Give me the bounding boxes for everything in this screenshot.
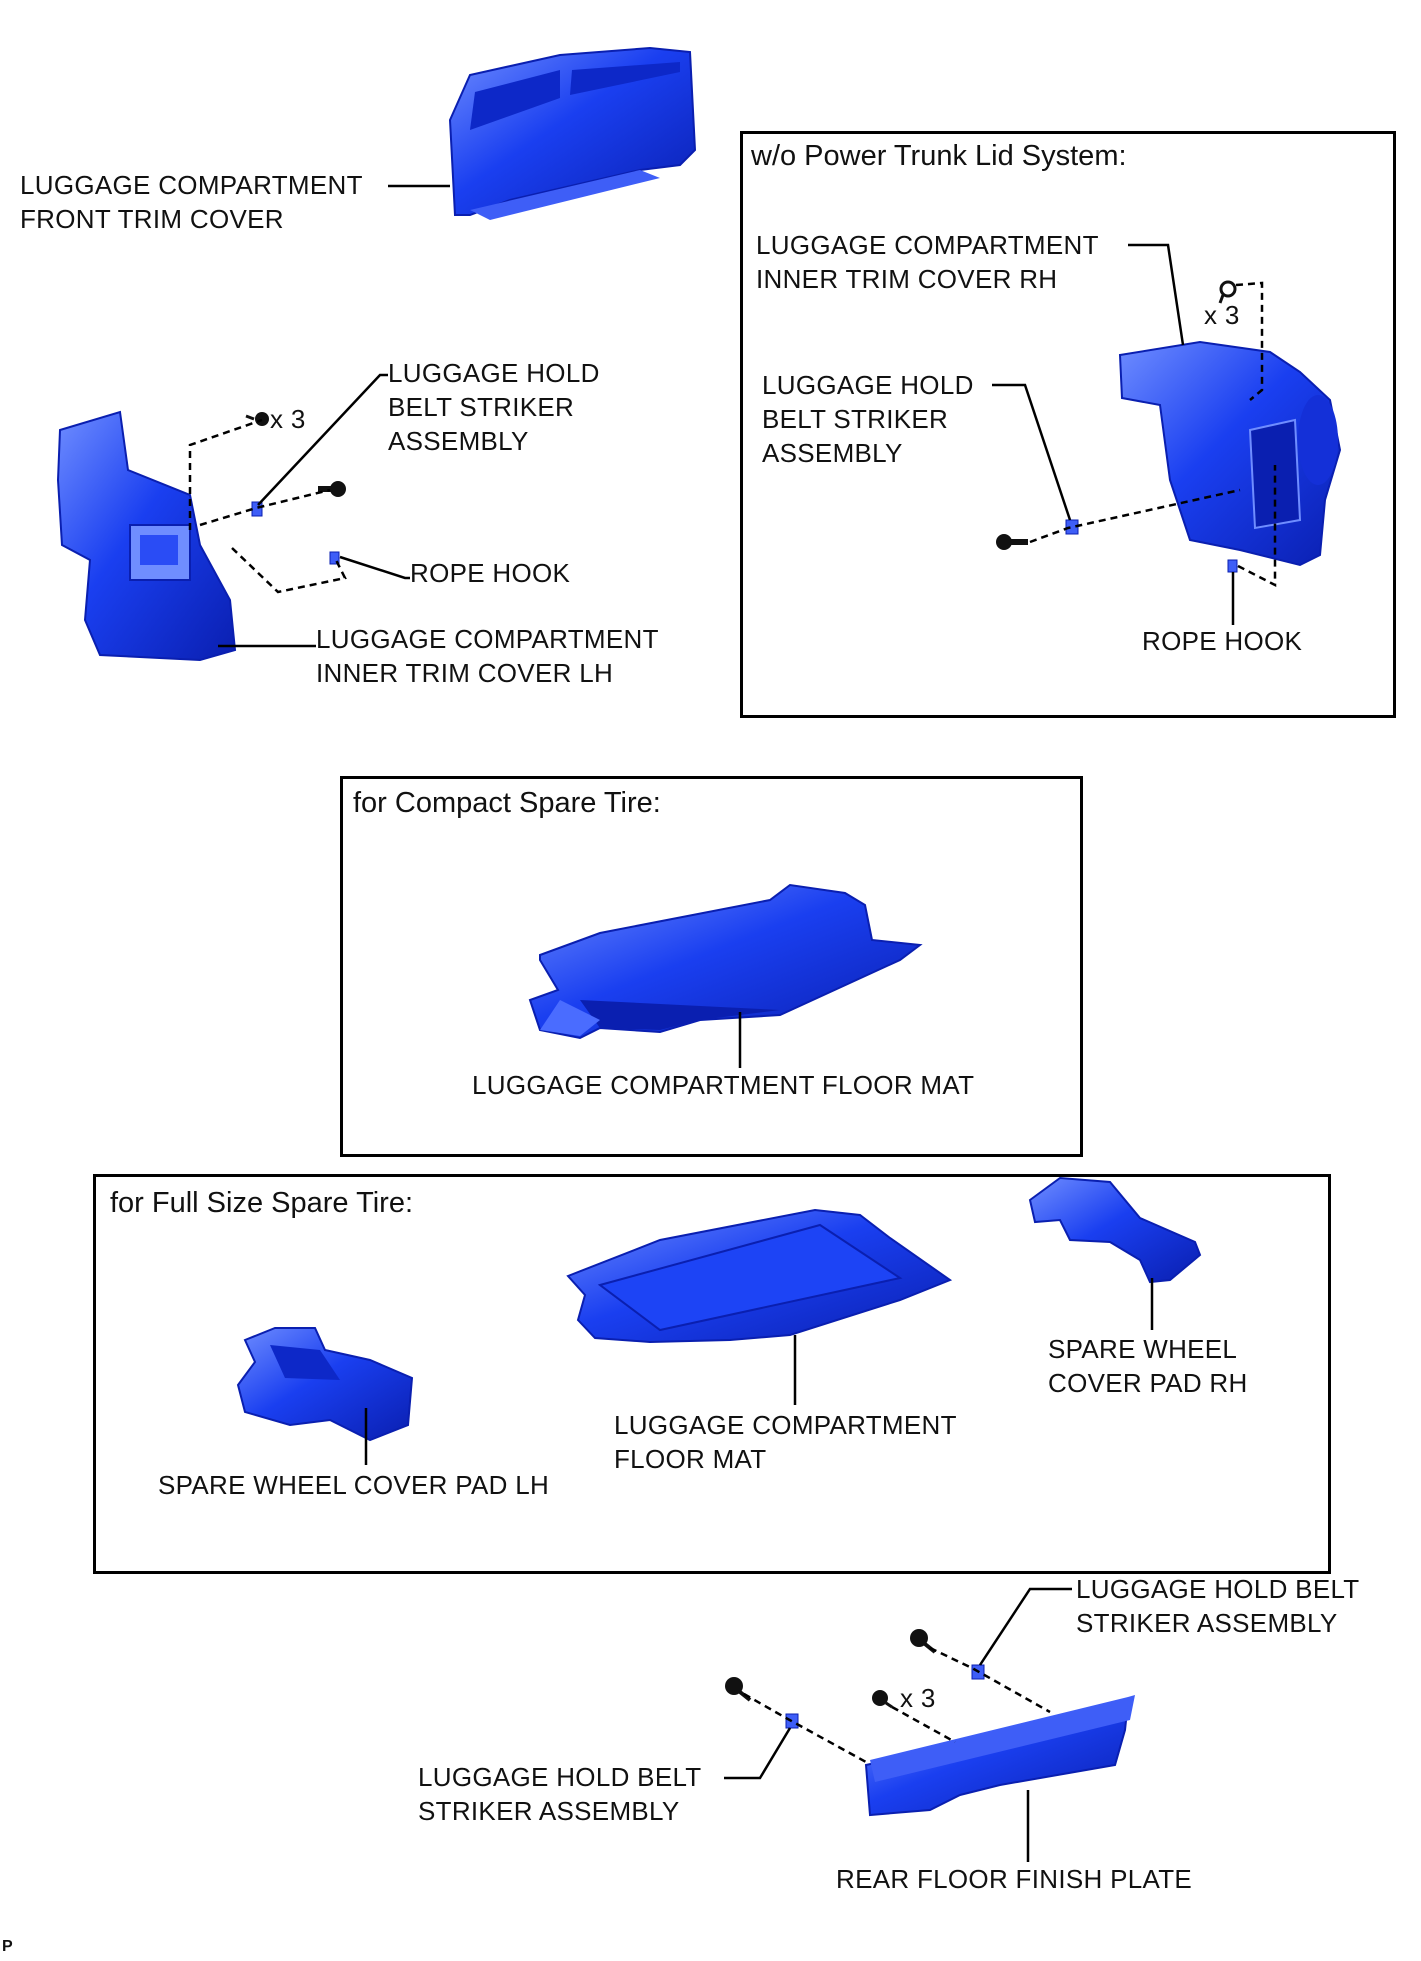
label-striker-rh-line3: ASSEMBLY bbox=[762, 438, 903, 468]
label-floor-mat-full-line1: LUGGAGE COMPARTMENT bbox=[614, 1410, 957, 1440]
inner-trim-cover-rh-part bbox=[1118, 340, 1342, 567]
label-inner-trim-rh: LUGGAGE COMPARTMENT INNER TRIM COVER RH bbox=[756, 228, 1099, 296]
label-spare-pad-rh: SPARE WHEEL COVER PAD RH bbox=[1048, 1332, 1248, 1400]
rear-floor-plate-part bbox=[864, 1695, 1135, 1817]
floor-mat-compact-part bbox=[528, 883, 923, 1040]
corner-mark: P bbox=[2, 1938, 13, 1955]
label-spare-pad-rh-line1: SPARE WHEEL bbox=[1048, 1334, 1238, 1364]
label-striker-lh: LUGGAGE HOLD BELT STRIKER ASSEMBLY bbox=[388, 356, 600, 458]
bolt-rh-dash bbox=[1029, 488, 1241, 544]
inner-trim-cover-lh-part bbox=[56, 410, 237, 662]
spare-pad-lh-part bbox=[236, 1327, 414, 1442]
front-trim-cover-part bbox=[448, 46, 697, 220]
label-striker-bottom-left-line1: LUGGAGE HOLD BELT bbox=[418, 1762, 702, 1792]
clip-rh-icon bbox=[1218, 280, 1237, 304]
bolt-bottom-left-dash bbox=[743, 1692, 867, 1764]
label-striker-bottom-left: LUGGAGE HOLD BELT STRIKER ASSEMBLY bbox=[418, 1760, 701, 1828]
hook-rh-dash bbox=[1237, 465, 1277, 588]
compact-spare-box: for Compact Spare Tire: bbox=[340, 776, 1083, 1157]
label-striker-lh-line2: BELT STRIKER bbox=[388, 392, 575, 422]
rope-hook-lh-part bbox=[329, 551, 340, 565]
inner-trim-rh-leader bbox=[1128, 243, 1185, 346]
label-rope-hook-rh: ROPE HOOK bbox=[1142, 626, 1303, 656]
rope-hook-rh-part bbox=[1227, 559, 1238, 573]
label-inner-trim-rh-line1: LUGGAGE COMPARTMENT bbox=[756, 230, 1099, 260]
striker-lh-leader bbox=[257, 373, 388, 506]
label-spare-pad-rh-line2: COVER PAD RH bbox=[1048, 1368, 1248, 1398]
label-striker-rh: LUGGAGE HOLD BELT STRIKER ASSEMBLY bbox=[762, 368, 974, 470]
label-rear-floor-plate: REAR FLOOR FINISH PLATE bbox=[836, 1864, 1193, 1894]
label-front-trim-line2: FRONT TRIM COVER bbox=[20, 204, 284, 234]
label-inner-trim-lh-line1: LUGGAGE COMPARTMENT bbox=[316, 624, 659, 654]
label-inner-trim-rh-line2: INNER TRIM COVER RH bbox=[756, 264, 1058, 294]
striker-bottom-left-part bbox=[785, 1713, 799, 1729]
label-striker-rh-line1: LUGGAGE HOLD bbox=[762, 370, 974, 400]
bolt-rh-icon bbox=[996, 534, 1028, 550]
clip-bottom-dash bbox=[891, 1705, 956, 1744]
label-qty-lh: x 3 bbox=[270, 404, 306, 434]
label-striker-bottom-right-line1: LUGGAGE HOLD BELT bbox=[1076, 1574, 1360, 1604]
label-spare-pad-lh: SPARE WHEEL COVER PAD LH bbox=[158, 1470, 550, 1500]
clip-lh-dash bbox=[188, 418, 263, 530]
label-floor-mat-compact: LUGGAGE COMPARTMENT FLOOR MAT bbox=[472, 1070, 975, 1100]
floor-mat-full-part bbox=[566, 1208, 953, 1344]
label-striker-bottom-right-line2: STRIKER ASSEMBLY bbox=[1076, 1608, 1338, 1638]
spare-pad-rh-part bbox=[1028, 1176, 1202, 1284]
hook-lh-leader bbox=[339, 555, 410, 580]
clip-bottom-icon bbox=[872, 1690, 893, 1709]
label-floor-mat-full-line2: FLOOR MAT bbox=[614, 1444, 767, 1474]
full-spare-box-title: for Full Size Spare Tire: bbox=[110, 1187, 413, 1219]
label-qty-rh: x 3 bbox=[1204, 300, 1240, 330]
label-front-trim-line1: LUGGAGE COMPARTMENT bbox=[20, 170, 363, 200]
hook-lh-dash bbox=[231, 547, 347, 594]
power-trunk-box: w/o Power Trunk Lid System: bbox=[740, 131, 1396, 718]
bolt-bottom-right-dash bbox=[929, 1646, 1051, 1714]
striker-rh-leader bbox=[992, 383, 1072, 521]
label-striker-lh-line3: ASSEMBLY bbox=[388, 426, 529, 456]
label-qty-bottom: x 3 bbox=[900, 1683, 936, 1713]
label-front-trim-cover: LUGGAGE COMPARTMENT FRONT TRIM COVER bbox=[20, 168, 363, 236]
power-trunk-box-title: w/o Power Trunk Lid System: bbox=[751, 140, 1127, 172]
label-striker-rh-line2: BELT STRIKER bbox=[762, 404, 949, 434]
bolt-lh-icon bbox=[318, 481, 346, 497]
label-rope-hook-lh: ROPE HOOK bbox=[410, 558, 571, 588]
bolt-lh-dash bbox=[199, 488, 331, 527]
label-inner-trim-lh: LUGGAGE COMPARTMENT INNER TRIM COVER LH bbox=[316, 622, 659, 690]
label-inner-trim-lh-line2: INNER TRIM COVER LH bbox=[316, 658, 614, 688]
compact-spare-box-title: for Compact Spare Tire: bbox=[353, 787, 661, 819]
label-striker-lh-line1: LUGGAGE HOLD bbox=[388, 358, 600, 388]
label-striker-bottom-right: LUGGAGE HOLD BELT STRIKER ASSEMBLY bbox=[1076, 1572, 1359, 1640]
clip-rh-dash bbox=[1235, 281, 1264, 401]
striker-bottom-left-leader bbox=[724, 1727, 792, 1780]
label-floor-mat-full: LUGGAGE COMPARTMENT FLOOR MAT bbox=[614, 1408, 957, 1476]
full-spare-box: for Full Size Spare Tire: bbox=[93, 1174, 1331, 1574]
label-striker-bottom-left-line2: STRIKER ASSEMBLY bbox=[418, 1796, 680, 1826]
striker-bottom-right-leader bbox=[978, 1587, 1072, 1666]
